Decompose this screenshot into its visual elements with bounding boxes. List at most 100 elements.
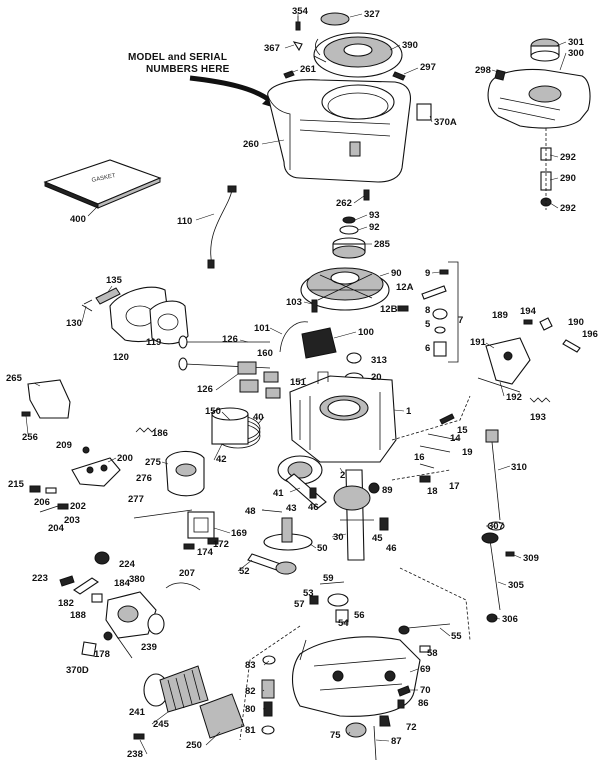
screw-9 bbox=[439, 269, 449, 275]
label-250: 250 bbox=[186, 740, 202, 751]
blower-housing-260 bbox=[267, 79, 412, 183]
part-82 bbox=[261, 679, 275, 699]
screw-209 bbox=[82, 446, 90, 454]
rewind-starter-390 bbox=[313, 32, 403, 78]
governor-gear-parts bbox=[309, 581, 349, 623]
label-59: 59 bbox=[323, 573, 334, 584]
tube-305 bbox=[481, 532, 501, 611]
screw-262 bbox=[363, 189, 370, 201]
ground-wire-101 bbox=[279, 321, 309, 353]
washer-92 bbox=[339, 225, 359, 235]
label-370D: 370D bbox=[66, 665, 89, 676]
label-238: 238 bbox=[127, 749, 143, 760]
label-50: 50 bbox=[317, 543, 328, 554]
label-7: 7 bbox=[458, 315, 463, 326]
label-206: 206 bbox=[34, 497, 50, 508]
label-58: 58 bbox=[427, 648, 438, 659]
cam-gear-43-50 bbox=[263, 517, 313, 551]
label-150: 150 bbox=[205, 406, 221, 417]
label-45: 45 bbox=[372, 533, 383, 544]
label-53: 53 bbox=[303, 588, 314, 599]
label-9: 9 bbox=[425, 268, 430, 279]
label-75: 75 bbox=[330, 730, 341, 741]
cylinder-block-1 bbox=[289, 371, 397, 463]
screw-297 bbox=[392, 71, 406, 81]
label-100: 100 bbox=[358, 327, 374, 338]
piston-42 bbox=[211, 407, 249, 445]
label-69: 69 bbox=[420, 664, 431, 675]
label-260: 260 bbox=[243, 139, 259, 150]
label-48: 48 bbox=[245, 506, 256, 517]
label-135: 135 bbox=[106, 275, 123, 286]
filter-element-245 bbox=[159, 665, 209, 713]
label-186: 186 bbox=[152, 428, 168, 439]
part-5 bbox=[434, 326, 446, 334]
label-56: 56 bbox=[354, 610, 365, 621]
label-202: 202 bbox=[70, 501, 86, 512]
part-178 bbox=[103, 631, 113, 641]
label-130: 130 bbox=[66, 318, 82, 329]
screw-256 bbox=[21, 411, 31, 417]
label-126-upper: 126 bbox=[222, 334, 238, 345]
linkage-207 bbox=[165, 582, 201, 591]
part-83 bbox=[262, 655, 276, 665]
bracket-7 bbox=[448, 261, 459, 363]
label-12B: 12B bbox=[380, 304, 398, 315]
label-81: 81 bbox=[245, 725, 256, 736]
wire-110 bbox=[207, 185, 237, 269]
label-42: 42 bbox=[216, 454, 227, 465]
decal-370A bbox=[416, 103, 432, 121]
label-305: 305 bbox=[508, 580, 525, 591]
spring-193 bbox=[529, 397, 551, 403]
governor-parts-15-14-19 bbox=[419, 413, 459, 453]
label-277: 277 bbox=[128, 494, 144, 505]
starter-cup-285 bbox=[332, 237, 366, 259]
clamp-298 bbox=[494, 69, 506, 81]
label-82: 82 bbox=[245, 686, 256, 697]
label-354: 354 bbox=[292, 6, 309, 17]
label-160: 160 bbox=[257, 348, 273, 359]
label-367: 367 bbox=[264, 43, 280, 54]
label-169: 169 bbox=[231, 528, 247, 539]
part-151 bbox=[295, 377, 307, 383]
gasket-119 bbox=[149, 300, 189, 345]
label-119: 119 bbox=[146, 337, 161, 348]
label-188: 188 bbox=[70, 610, 86, 621]
label-196: 196 bbox=[582, 329, 598, 340]
part-72 bbox=[379, 715, 391, 727]
carburetor-380 bbox=[105, 591, 157, 659]
bolt-48 bbox=[261, 509, 283, 513]
seal-306 bbox=[486, 613, 498, 623]
label-191: 191 bbox=[470, 337, 487, 348]
label-300: 300 bbox=[568, 48, 584, 59]
label-380: 380 bbox=[129, 574, 145, 585]
parts-70-86 bbox=[397, 685, 411, 709]
label-15: 15 bbox=[457, 425, 468, 436]
label-310: 310 bbox=[511, 462, 527, 473]
label-276: 276 bbox=[136, 473, 152, 484]
note-arrow bbox=[189, 75, 274, 104]
label-54: 54 bbox=[338, 618, 349, 629]
label-182: 182 bbox=[58, 598, 74, 609]
rod-41 bbox=[285, 473, 327, 509]
label-101: 101 bbox=[254, 323, 271, 334]
label-172: 172 bbox=[213, 539, 229, 550]
label-297: 297 bbox=[420, 62, 436, 73]
label-262: 262 bbox=[336, 198, 352, 209]
label-327: 327 bbox=[364, 9, 380, 20]
ignition-module-100 bbox=[301, 327, 337, 359]
flywheel-nut-93 bbox=[342, 216, 356, 224]
label-151: 151 bbox=[290, 377, 307, 388]
label-174: 174 bbox=[197, 547, 214, 558]
part-224 bbox=[94, 551, 110, 565]
label-200: 200 bbox=[117, 453, 133, 464]
clip-367 bbox=[292, 41, 303, 52]
label-93: 93 bbox=[369, 210, 380, 221]
parts-189-194-190-196 bbox=[523, 317, 581, 353]
sump-dash-lines bbox=[239, 567, 471, 741]
label-30: 30 bbox=[333, 532, 344, 543]
label-20: 20 bbox=[371, 372, 382, 383]
label-89: 89 bbox=[382, 485, 393, 496]
